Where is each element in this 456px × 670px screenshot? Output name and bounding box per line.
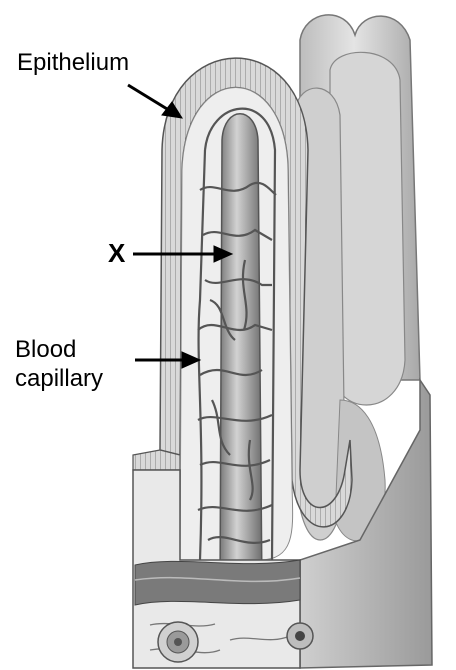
epithelium-label: Epithelium	[17, 49, 129, 76]
x-label: X	[108, 240, 125, 267]
blood-capillary-label-line1: Blood	[15, 336, 76, 363]
background-villi	[295, 15, 420, 541]
epithelium-arrow	[128, 85, 172, 112]
lacteal	[220, 114, 262, 590]
blood-capillary-label-line2: capillary	[15, 365, 103, 392]
